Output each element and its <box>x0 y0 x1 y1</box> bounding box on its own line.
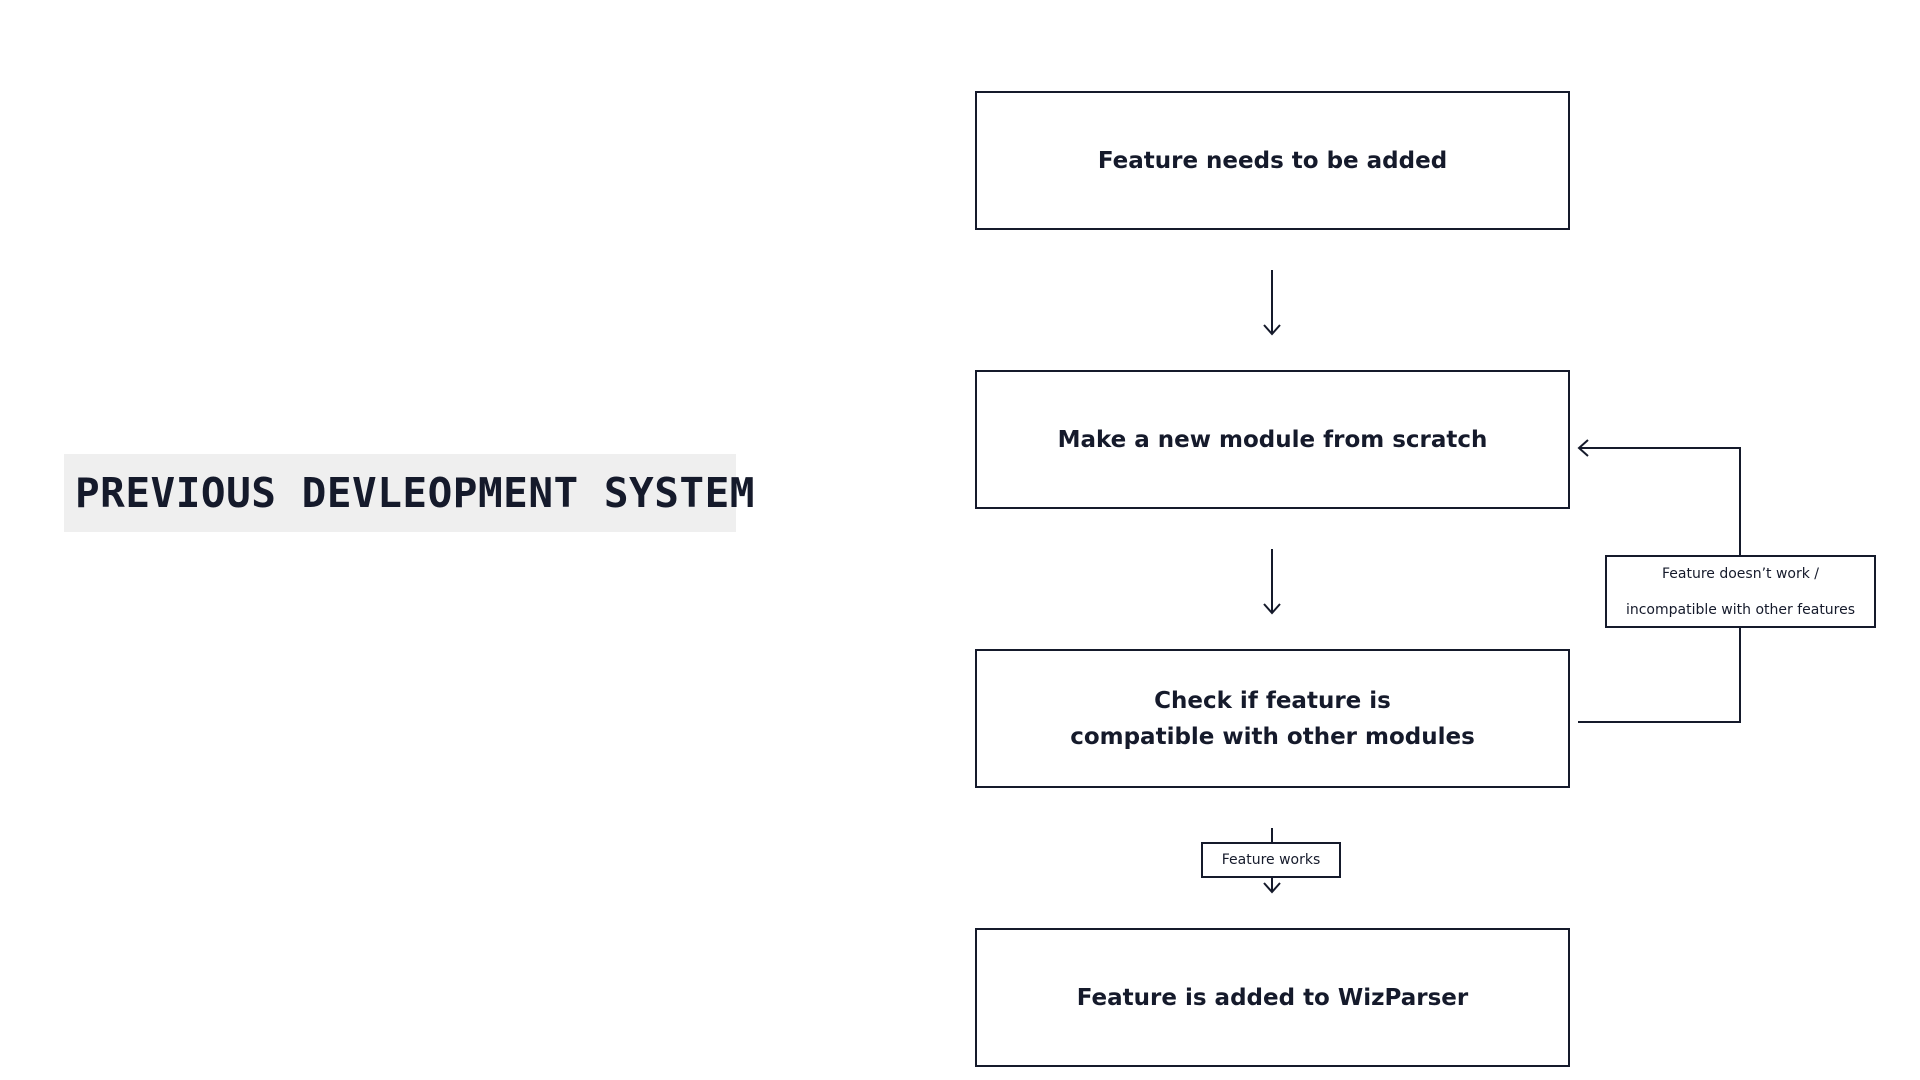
title-banner: PREVIOUS DEVLEOPMENT SYSTEM <box>64 454 754 532</box>
arrowhead-check-to-added <box>1263 882 1281 894</box>
step-new-module: Make a new module from scratch <box>975 370 1570 509</box>
edge-label-fails-text: Feature doesn’t work / incompatible with… <box>1625 565 1856 618</box>
step-check-compat: Check if feature is compatible with othe… <box>975 649 1570 788</box>
step-feature-needed: Feature needs to be added <box>975 91 1570 230</box>
step-feature-added-label: Feature is added to WizParser <box>1076 984 1469 1011</box>
step-check-compat-label: Check if feature is compatible with othe… <box>1070 687 1475 750</box>
arrowhead-module-to-check <box>1263 603 1281 615</box>
step-new-module-label: Make a new module from scratch <box>1057 426 1488 453</box>
step-feature-needed-label: Feature needs to be added <box>1097 147 1448 174</box>
edge-label-works: Feature works <box>1201 842 1341 878</box>
arrowhead-feature-to-module <box>1263 324 1281 336</box>
page-title: PREVIOUS DEVLEOPMENT SYSTEM <box>75 469 755 517</box>
edge-label-works-text: Feature works <box>1221 852 1321 868</box>
edge-label-fails: Feature doesn’t work / incompatible with… <box>1605 555 1876 628</box>
step-feature-added: Feature is added to WizParser <box>975 928 1570 1067</box>
arrowhead-loop-back <box>1577 439 1589 457</box>
